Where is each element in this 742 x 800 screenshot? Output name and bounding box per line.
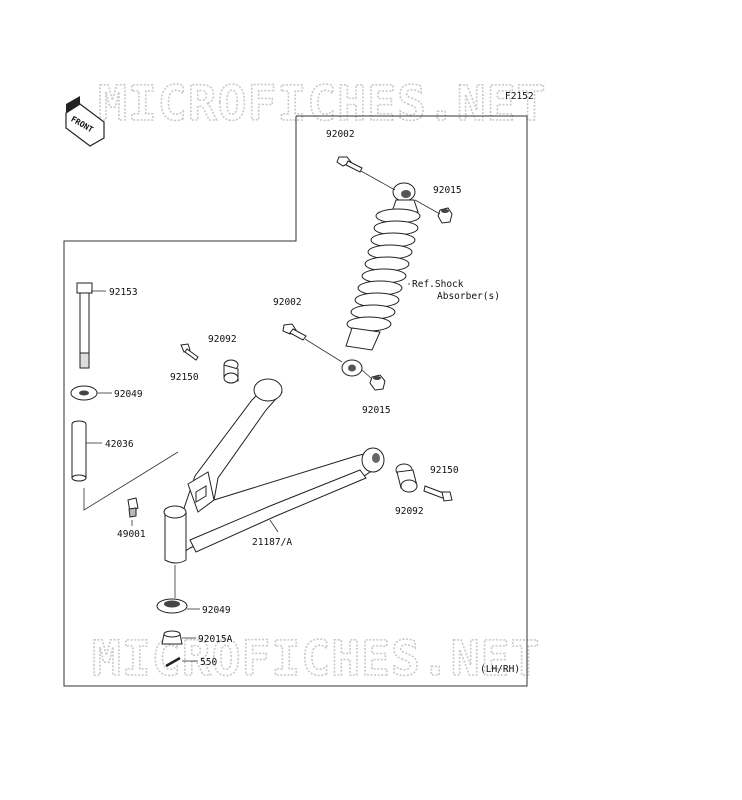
front-arrow-icon: FRONT	[65, 96, 105, 147]
cotter-pin	[165, 656, 181, 668]
label-collar: 42036	[105, 439, 134, 450]
lower-shock-bolt	[282, 323, 307, 341]
label-upper-washer: 92049	[114, 389, 143, 400]
label-pivot-bolt: 92153	[109, 287, 138, 298]
label-right-bolt: 92150	[430, 465, 459, 476]
shock-absorber	[341, 182, 421, 377]
watermark-bottom: MICROFICHES.NET	[92, 631, 540, 687]
label-grease-fitting: 49001	[117, 529, 146, 540]
label-lower-shock-bolt: 92002	[273, 297, 302, 308]
pivot-bolt	[76, 282, 93, 369]
right-bushing	[395, 463, 418, 493]
upper-shock-bolt	[336, 156, 363, 173]
label-cotter-pin: 550	[200, 657, 217, 668]
label-lower-shock-nut: 92015	[362, 405, 391, 416]
assembly-border	[63, 115, 528, 687]
left-small-bolt	[180, 343, 199, 361]
collar	[71, 420, 87, 482]
label-a-arm: 21187/A	[252, 537, 292, 548]
right-small-bolt	[423, 485, 453, 502]
a-arm	[163, 378, 385, 564]
upper-washer	[70, 385, 98, 401]
lower-seal	[156, 598, 188, 614]
grease-fitting	[127, 497, 139, 518]
variant-label: (LH/RH)	[480, 664, 520, 675]
label-upper-shock-bolt: 92002	[326, 129, 355, 140]
label-ref-shock: Ref.Shock	[412, 279, 464, 290]
label-upper-shock-nut: 92015	[433, 185, 462, 196]
left-bushing	[223, 359, 239, 384]
castle-nut	[161, 630, 183, 645]
watermark-top: MICROFICHES.NET	[98, 76, 546, 132]
label-castle-nut: 92015A	[198, 634, 233, 645]
figure-id: F2152	[505, 91, 534, 102]
lower-shock-nut	[369, 374, 386, 391]
label-left-bushing: 92092	[208, 334, 237, 345]
label-left-bolt: 92150	[170, 372, 199, 383]
label-lower-seal: 92049	[202, 605, 231, 616]
label-right-bushing: 92092	[395, 506, 424, 517]
label-ref-absorber: Absorber(s)	[437, 291, 500, 302]
upper-shock-nut	[437, 207, 453, 224]
